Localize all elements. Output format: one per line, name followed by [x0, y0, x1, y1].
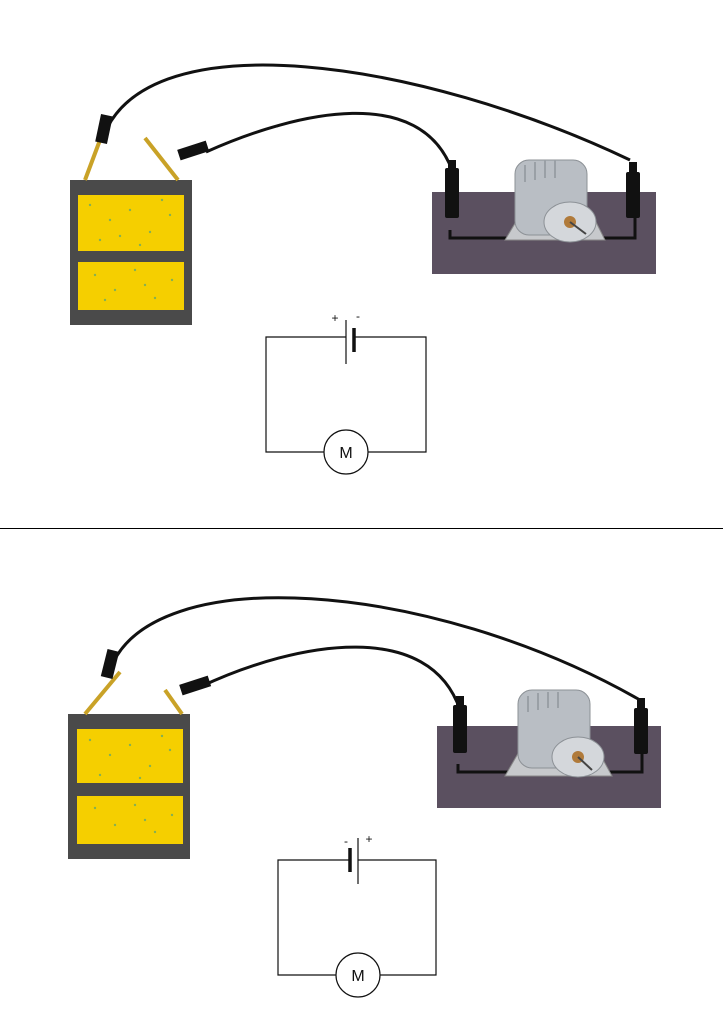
- battery-cell-icon: [70, 114, 210, 325]
- dc-motor-icon: [437, 689, 661, 808]
- battery-cell-icon: [68, 648, 212, 859]
- motor-label: M: [339, 445, 352, 462]
- dc-motor-icon: [432, 159, 656, 274]
- short-wire: [199, 645, 462, 711]
- motor-label: M: [351, 968, 364, 985]
- battery-left-polarity: +: [331, 311, 338, 325]
- long-wire: [102, 63, 631, 162]
- long-wire: [108, 596, 641, 702]
- motor-symbol-icon: [335, 952, 381, 998]
- circuit-schematic-bottom: - + M: [277, 832, 437, 998]
- battery-symbol-icon: [345, 320, 356, 364]
- battery-right-polarity: -: [356, 309, 360, 323]
- short-wire: [205, 111, 454, 171]
- circuit-schematic-top: + - M: [265, 309, 427, 475]
- panel-divider: [0, 528, 723, 529]
- circuit-illustration-bottom: - + M: [68, 596, 661, 998]
- battery-left-polarity: -: [344, 834, 348, 848]
- motor-symbol-icon: [323, 429, 369, 475]
- circuit-illustration-top: + - M: [70, 63, 656, 475]
- battery-symbol-icon: [348, 838, 359, 884]
- circuit-panel-bottom: - + M: [0, 530, 723, 1024]
- battery-right-polarity: +: [365, 832, 372, 846]
- circuit-panel-top: + - M: [70, 63, 656, 475]
